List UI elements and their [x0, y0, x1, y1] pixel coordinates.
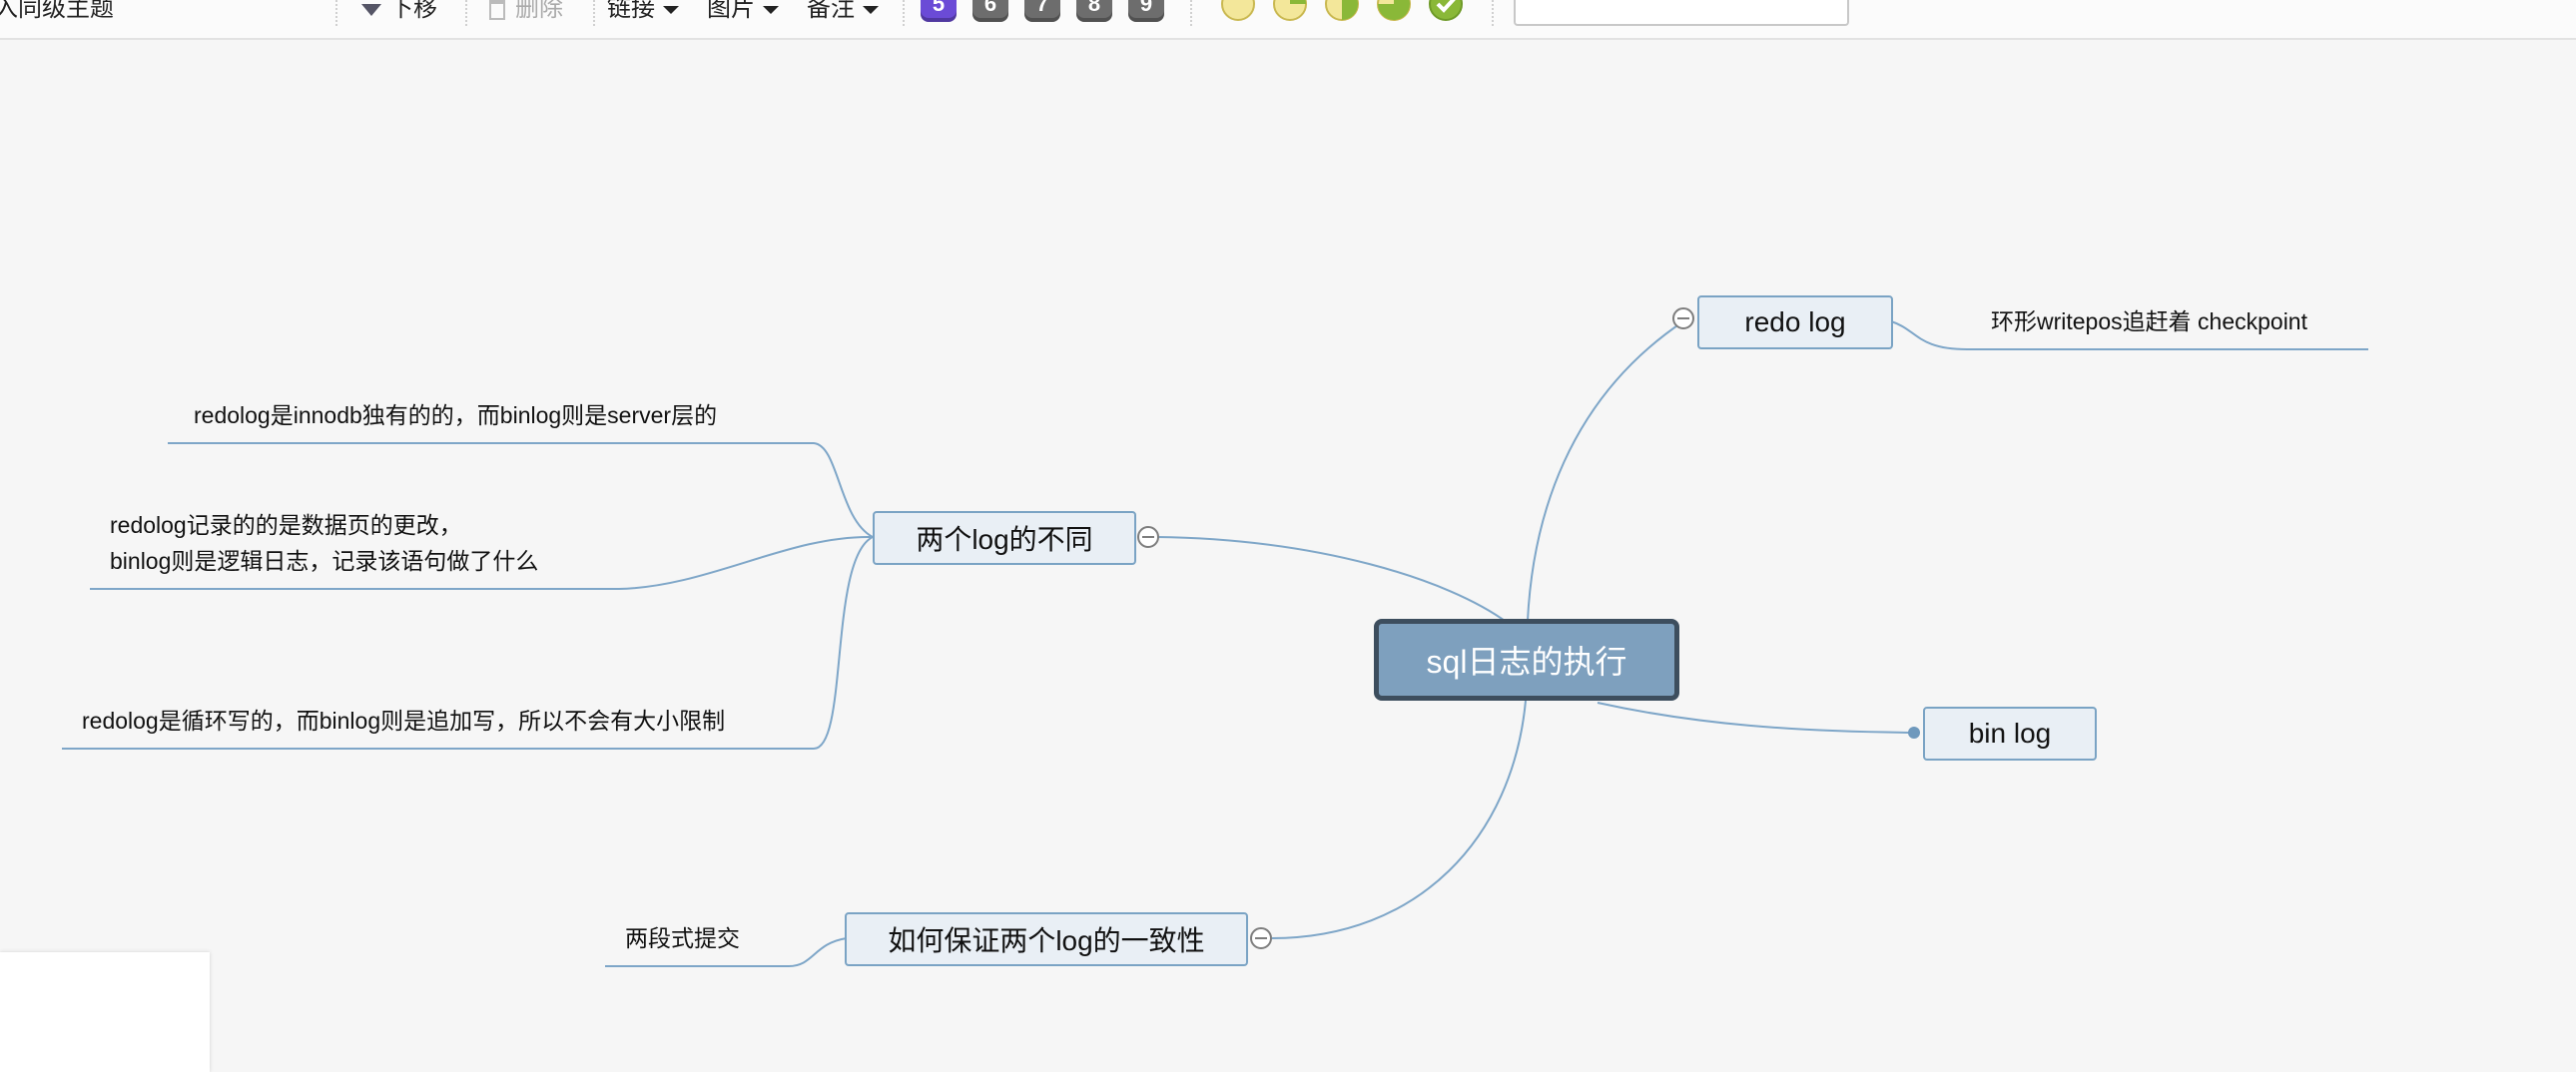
subtopic-difference-2[interactable]: redolog记录的的是数据页的更改， binlog则是逻辑日志，记录该语句做了…: [110, 507, 538, 579]
trash-icon: [489, 0, 505, 20]
connector-line: [1527, 320, 1684, 622]
toolbar-divider: [1190, 0, 1192, 26]
connector-dot: [1908, 727, 1920, 739]
chevron-down-icon: [763, 5, 779, 14]
topic-label: bin log: [1968, 718, 2052, 749]
topic-label: redo log: [1744, 306, 1846, 337]
move-down-button[interactable]: 下移: [361, 0, 437, 23]
search-input[interactable]: [1514, 0, 1849, 26]
bottom-left-panel: [0, 952, 210, 1072]
topic-redo-log[interactable]: redo log: [1697, 295, 1893, 349]
subtopic-label-line: binlog则是逻辑日志，记录该语句做了什么: [110, 548, 539, 574]
connector-line: [168, 442, 874, 538]
connector-line: [1890, 320, 2368, 350]
delete-label: 删除: [515, 0, 563, 22]
root-topic[interactable]: sql日志的执行: [1374, 619, 1679, 701]
subtopic-two-phase-commit[interactable]: 两段式提交: [625, 920, 740, 956]
collapse-toggle-icon[interactable]: [1672, 307, 1694, 329]
collapse-toggle-icon[interactable]: [1250, 927, 1272, 949]
topic-label: 如何保证两个log的一致性: [888, 925, 1205, 956]
progress-25-icon[interactable]: [1272, 0, 1308, 22]
connector-line: [1271, 700, 1527, 939]
link-menu-button[interactable]: 链接: [607, 0, 679, 23]
root-topic-label: sql日志的执行: [1426, 644, 1627, 680]
connector-line: [1597, 702, 1916, 734]
subtopic-redo-log-detail[interactable]: 环形writepos追赶着 checkpoint: [1991, 303, 2307, 339]
subtopic-label: 两段式提交: [625, 925, 740, 951]
connector-line: [605, 937, 848, 967]
priority-9-button[interactable]: 9: [1128, 0, 1164, 22]
chevron-down-icon: [863, 5, 879, 14]
toolbar-divider: [593, 0, 595, 26]
toolbar: 入同级主题 下移 删除 链接 图片 备注 5 6 7 8 9: [0, 0, 2576, 40]
subtopic-label-line: redolog记录的的是数据页的更改，: [110, 512, 462, 538]
connector-line: [90, 535, 874, 590]
move-down-label: 下移: [389, 0, 437, 22]
image-label: 图片: [707, 0, 755, 22]
subtopic-label: redolog是循环写的，而binlog则是追加写，所以不会有大小限制: [82, 708, 726, 734]
image-menu-button[interactable]: 图片: [707, 0, 779, 23]
subtopic-difference-3[interactable]: redolog是循环写的，而binlog则是追加写，所以不会有大小限制: [82, 703, 725, 739]
priority-8-button[interactable]: 8: [1076, 0, 1112, 22]
connector-line: [62, 536, 874, 750]
insert-sibling-label: 入同级主题: [0, 0, 114, 22]
delete-button[interactable]: 删除: [489, 0, 563, 23]
collapse-toggle-icon[interactable]: [1137, 526, 1159, 548]
topic-log-consistency[interactable]: 如何保证两个log的一致性: [845, 912, 1248, 966]
topic-bin-log[interactable]: bin log: [1923, 707, 2097, 761]
toolbar-divider: [335, 0, 337, 26]
progress-50-icon[interactable]: [1324, 0, 1360, 22]
toolbar-divider: [903, 0, 905, 26]
priority-7-button[interactable]: 7: [1024, 0, 1060, 22]
connector-line: [1155, 536, 1509, 624]
note-label: 备注: [807, 0, 855, 22]
priority-6-button[interactable]: 6: [972, 0, 1008, 22]
mindmap-canvas[interactable]: sql日志的执行 redo log 环形writepos追赶着 checkpoi…: [0, 40, 2576, 1072]
subtopic-label: 环形writepos追赶着 checkpoint: [1991, 308, 2307, 334]
priority-5-button[interactable]: 5: [921, 0, 957, 22]
subtopic-label: redolog是innodb独有的的，而binlog则是server层的: [194, 402, 718, 428]
progress-75-icon[interactable]: [1376, 0, 1412, 22]
progress-done-icon[interactable]: [1428, 0, 1464, 22]
note-menu-button[interactable]: 备注: [807, 0, 879, 23]
subtopic-difference-1[interactable]: redolog是innodb独有的的，而binlog则是server层的: [194, 397, 717, 433]
connector-lines: [62, 320, 2368, 967]
toolbar-divider: [465, 0, 467, 26]
insert-sibling-topic-button[interactable]: 入同级主题: [0, 0, 114, 23]
chevron-down-icon: [663, 5, 679, 14]
topic-label: 两个log的不同: [916, 524, 1093, 555]
progress-0-icon[interactable]: [1220, 0, 1256, 22]
topic-log-differences[interactable]: 两个log的不同: [873, 511, 1136, 565]
link-label: 链接: [607, 0, 655, 22]
toolbar-divider: [1492, 0, 1494, 26]
move-down-icon: [361, 3, 381, 16]
